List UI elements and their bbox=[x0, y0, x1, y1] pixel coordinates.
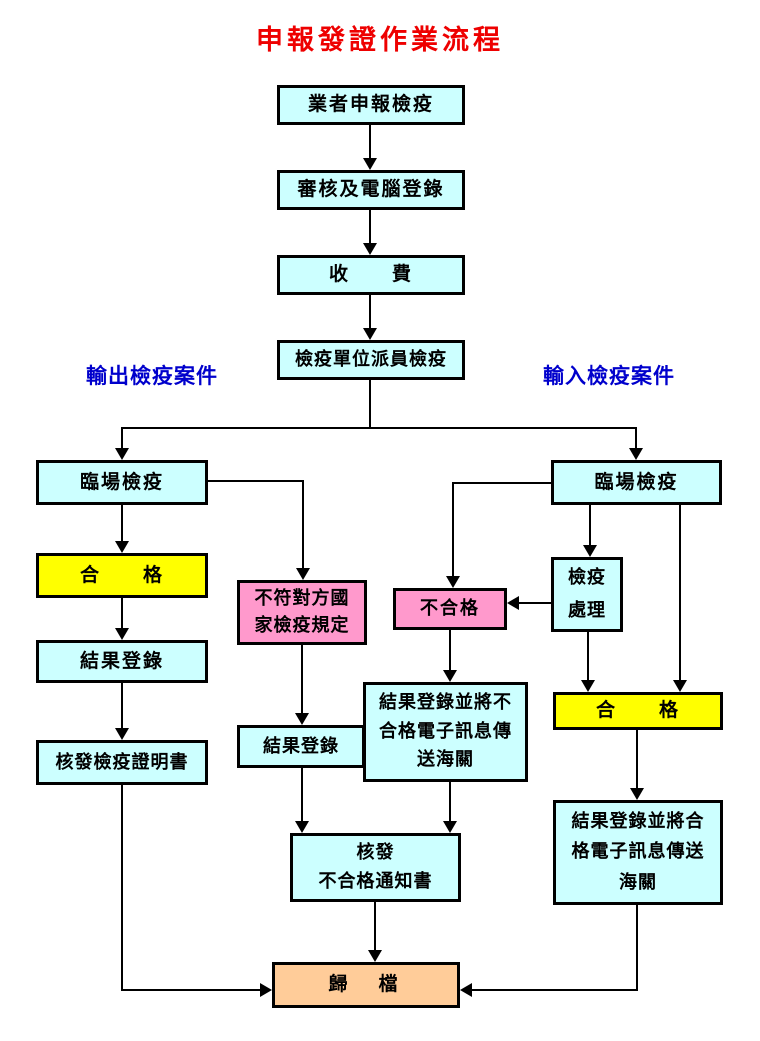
arrow-down-icon bbox=[363, 243, 377, 255]
connector-line bbox=[635, 429, 637, 448]
node-result-registration-middle: 結果登錄 bbox=[237, 725, 365, 768]
connector-line bbox=[636, 905, 638, 991]
arrow-left-icon bbox=[507, 596, 519, 610]
connector-line bbox=[121, 683, 123, 728]
node-pass-import: 合 格 bbox=[553, 692, 723, 730]
node-result-pass-message-customs: 結果登錄並將合 格電子訊息傳送 海關 bbox=[553, 800, 723, 905]
arrow-down-icon bbox=[115, 541, 129, 553]
connector-line bbox=[208, 480, 304, 482]
connector-line bbox=[121, 505, 123, 541]
connector-line bbox=[369, 295, 371, 328]
arrow-down-icon bbox=[115, 628, 129, 640]
connector-line bbox=[369, 210, 371, 243]
branch-label-export: 輸出檢疫案件 bbox=[86, 364, 218, 388]
arrow-left-icon bbox=[460, 983, 472, 997]
connector-line bbox=[679, 505, 681, 680]
connector-line bbox=[452, 482, 553, 484]
connector-line bbox=[121, 598, 123, 628]
connector-line bbox=[301, 645, 303, 713]
node-pass-export: 合 格 bbox=[36, 553, 208, 598]
node-onsite-inspection-import: 臨場檢疫 bbox=[551, 460, 722, 505]
arrow-down-icon bbox=[296, 568, 310, 580]
node-onsite-inspection-export: 臨場檢疫 bbox=[36, 460, 208, 505]
arrow-down-icon bbox=[630, 788, 644, 800]
arrow-down-icon bbox=[295, 821, 309, 833]
arrow-down-icon bbox=[443, 670, 457, 682]
node-fail: 不合格 bbox=[393, 588, 507, 630]
connector-line bbox=[589, 505, 591, 545]
arrow-down-icon bbox=[363, 328, 377, 340]
connector-line bbox=[369, 125, 371, 158]
node-review-registration: 審核及電腦登錄 bbox=[277, 170, 465, 210]
connector-line bbox=[369, 380, 371, 429]
node-result-registration-export: 結果登錄 bbox=[36, 640, 208, 683]
connector-line bbox=[449, 782, 451, 821]
page-title: 申報發證作業流程 bbox=[256, 25, 504, 56]
connector-line bbox=[301, 768, 303, 821]
node-not-conform-foreign-rules: 不符對方國 家檢疫規定 bbox=[237, 580, 367, 645]
node-dispatch-inspector: 檢疫單位派員檢疫 bbox=[277, 340, 465, 380]
node-result-fail-message-customs: 結果登錄並將不 合格電子訊息傳 送海關 bbox=[363, 682, 528, 782]
arrow-down-icon bbox=[581, 680, 595, 692]
arrow-down-icon bbox=[115, 448, 129, 460]
arrow-down-icon bbox=[673, 680, 687, 692]
arrow-down-icon bbox=[629, 448, 643, 460]
arrow-down-icon bbox=[368, 950, 382, 962]
arrow-down-icon bbox=[583, 545, 597, 557]
connector-line bbox=[302, 480, 304, 568]
connector-line bbox=[121, 785, 123, 991]
branch-label-import: 輸入檢疫案件 bbox=[543, 364, 675, 388]
connector-line bbox=[121, 427, 637, 429]
connector-line bbox=[587, 632, 589, 680]
node-fee-collection: 收 費 bbox=[277, 255, 465, 295]
connector-line bbox=[636, 730, 638, 788]
node-quarantine-treatment: 檢疫 處理 bbox=[551, 557, 623, 632]
connector-line bbox=[374, 902, 376, 950]
node-operator-report: 業者申報檢疫 bbox=[277, 85, 465, 125]
node-issue-fail-notice: 核發 不合格通知書 bbox=[290, 833, 461, 902]
connector-line bbox=[121, 429, 123, 448]
connector-line bbox=[472, 989, 638, 991]
connector-line bbox=[449, 630, 451, 670]
connector-line bbox=[452, 482, 454, 576]
arrow-right-icon bbox=[260, 983, 272, 997]
arrow-down-icon bbox=[115, 728, 129, 740]
arrow-down-icon bbox=[295, 713, 309, 725]
arrow-down-icon bbox=[446, 576, 460, 588]
node-archive: 歸 檔 bbox=[272, 962, 460, 1008]
connector-line bbox=[121, 989, 260, 991]
node-issue-quarantine-certificate: 核發檢疫證明書 bbox=[36, 740, 208, 785]
connector-line bbox=[519, 602, 553, 604]
arrow-down-icon bbox=[363, 158, 377, 170]
arrow-down-icon bbox=[443, 821, 457, 833]
